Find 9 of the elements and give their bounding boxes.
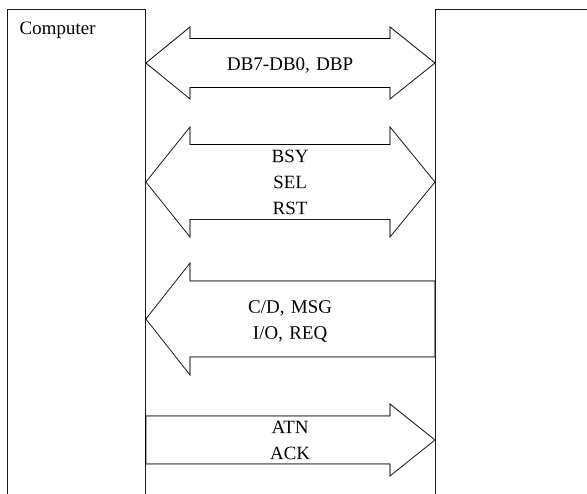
device-box — [435, 8, 587, 494]
block-arrow — [145, 126, 436, 238]
block-arrow — [145, 26, 436, 100]
block-arrow — [145, 403, 436, 477]
edge-label: C/D, MSG I/O, REQ — [248, 300, 332, 342]
edge-label: BSY SEL RST — [272, 150, 308, 214]
device-box: Computer — [7, 8, 146, 494]
edge-label: DB7-DB0, DBP — [227, 57, 352, 73]
edge-label: ATN ACK — [270, 420, 310, 460]
